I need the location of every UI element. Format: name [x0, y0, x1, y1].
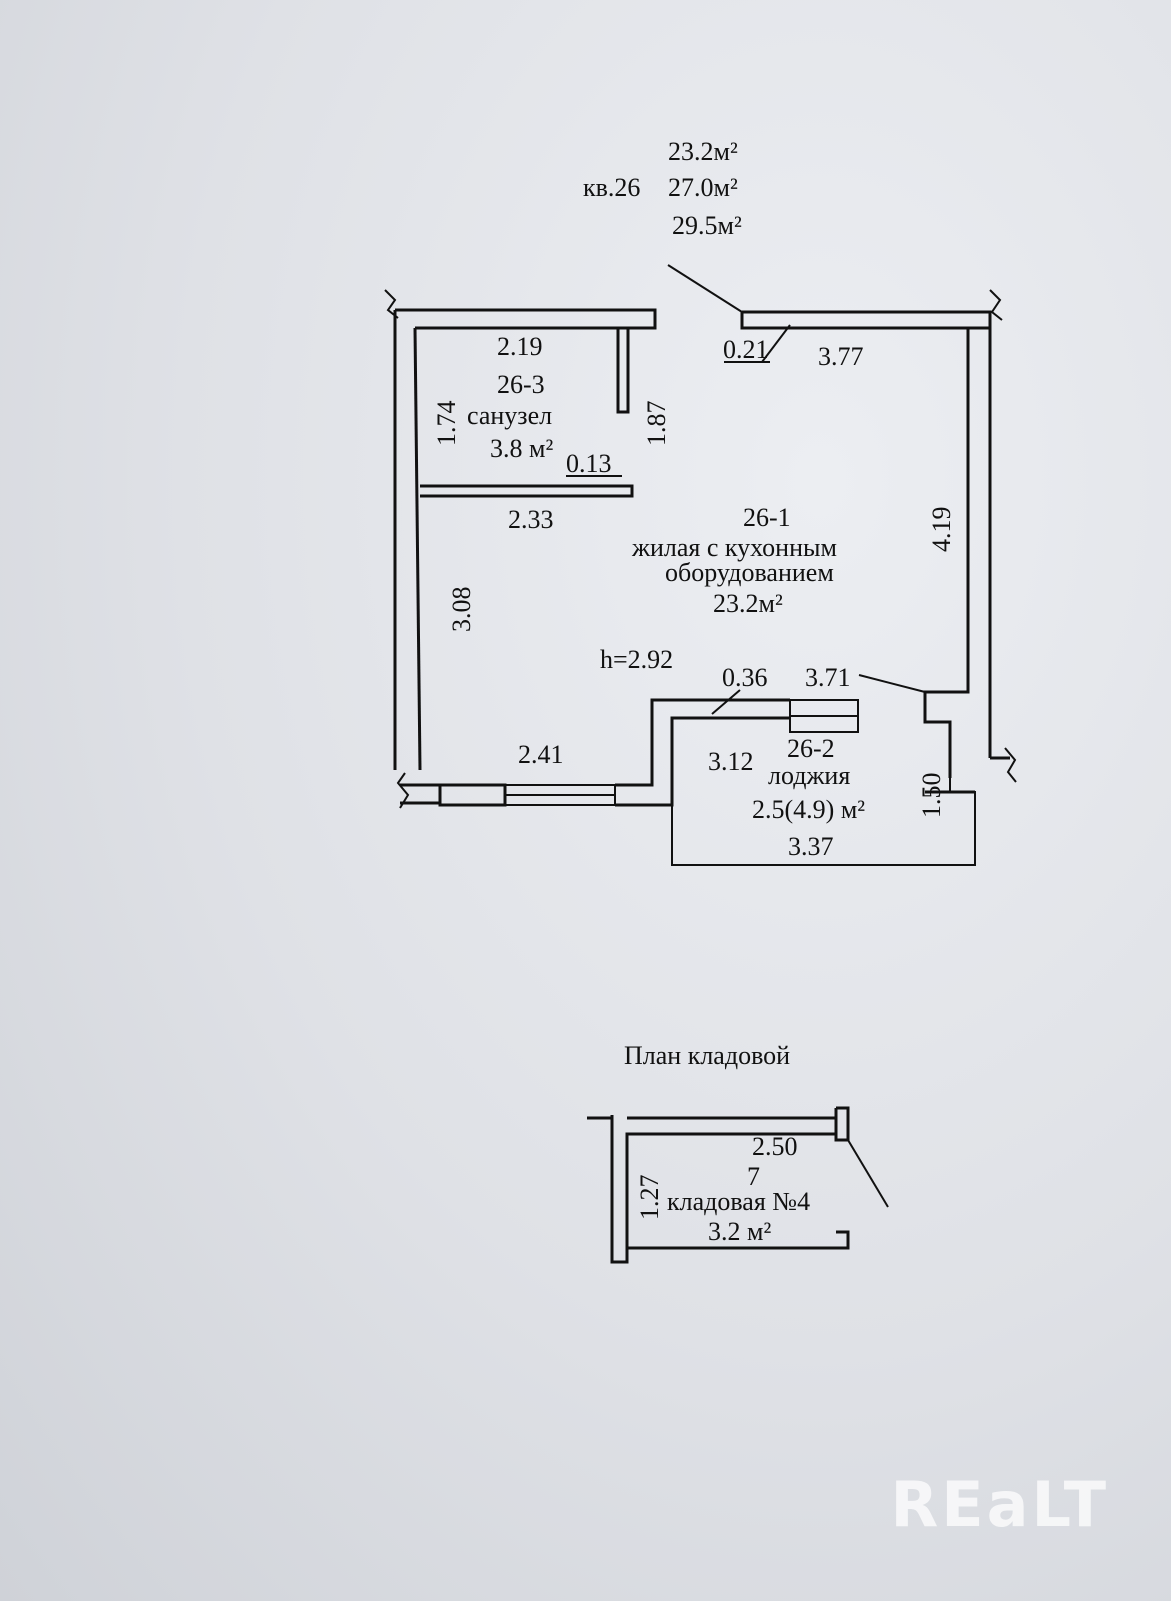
- storage-wall-left: [587, 1116, 836, 1264]
- dim-living-bottom: 3.71: [805, 663, 851, 692]
- loggia-id-label: 26-2: [787, 734, 835, 763]
- bathroom-id-label: 26-3: [497, 370, 545, 399]
- dim-living-left: 3.08: [447, 587, 476, 633]
- storage-area-label: 3.2 м²: [708, 1217, 771, 1246]
- header-leader-line: [667, 264, 743, 313]
- area-loggia-label: 29.5м²: [672, 211, 742, 240]
- storage-dim-left: 1.27: [635, 1175, 664, 1221]
- living-name-line2: оборудованием: [665, 558, 834, 587]
- area-total-label: 27.0м²: [668, 173, 738, 202]
- living-name-line1: жилая с кухонным: [631, 533, 837, 562]
- bathroom-area-label: 3.8 м²: [490, 434, 553, 463]
- break-mark: [1004, 747, 1017, 783]
- wall-left-inner: [413, 327, 422, 771]
- dim-bottom-left: 2.41: [518, 740, 564, 769]
- wall-top-left: [395, 308, 657, 330]
- bathroom-name-label: санузел: [467, 401, 552, 430]
- dim-loggia-inner: 3.12: [708, 747, 754, 776]
- loggia-area-label: 2.5(4.9) м²: [752, 795, 865, 824]
- wall-loggia-step-inner: [615, 716, 790, 807]
- wall-bathroom-partition: [420, 484, 634, 498]
- loggia-outline: [671, 778, 976, 866]
- loggia-name-label: лоджия: [768, 761, 850, 790]
- door-offset-leader: [761, 324, 791, 363]
- dim-bath-bottom: 2.33: [508, 505, 554, 534]
- wall-right-inner: [923, 328, 970, 778]
- dim-living-right: 4.19: [927, 507, 956, 553]
- wall-loggia-step-top: [615, 698, 790, 787]
- wall-bottom-segment: [438, 783, 507, 807]
- bottom-dim-leader: [858, 674, 926, 693]
- dim-bath-step: 0.13: [566, 449, 612, 478]
- storage-plan-title: План кладовой: [624, 1041, 790, 1070]
- break-mark: [989, 289, 1003, 321]
- break-mark: [384, 289, 399, 319]
- living-id-label: 26-1: [743, 503, 791, 532]
- wall-top-right: [740, 310, 992, 330]
- storage-leader-line: [847, 1139, 889, 1208]
- storage-id-label: 7: [747, 1162, 760, 1191]
- apartment-number-label: кв.26: [583, 173, 640, 202]
- ceiling-height-label: h=2.92: [600, 645, 673, 674]
- living-area-label: 23.2м²: [713, 589, 783, 618]
- area-living-label: 23.2м²: [668, 137, 738, 166]
- dim-step: 0.36: [722, 663, 768, 692]
- step-leader: [711, 689, 741, 715]
- dim-door-offset: 0.21: [723, 335, 769, 364]
- dim-loggia-outer: 3.37: [788, 832, 834, 861]
- storage-wall-right: [834, 1106, 850, 1142]
- storage-name-label: кладовая №4: [667, 1187, 810, 1216]
- dim-living-top: 3.77: [818, 342, 864, 371]
- break-mark: [396, 772, 410, 809]
- dim-loggia-side: 1.50: [917, 773, 946, 819]
- storage-dim-top: 2.50: [752, 1132, 798, 1161]
- dim-bath-right: 1.87: [642, 401, 671, 447]
- storage-wall-bottom: [627, 1230, 850, 1250]
- watermark-logo: REaLT: [890, 1468, 1109, 1541]
- dim-bath-top: 2.19: [497, 332, 543, 361]
- bathroom-door-jamb: [616, 326, 630, 414]
- dim-bath-left: 1.74: [432, 401, 461, 447]
